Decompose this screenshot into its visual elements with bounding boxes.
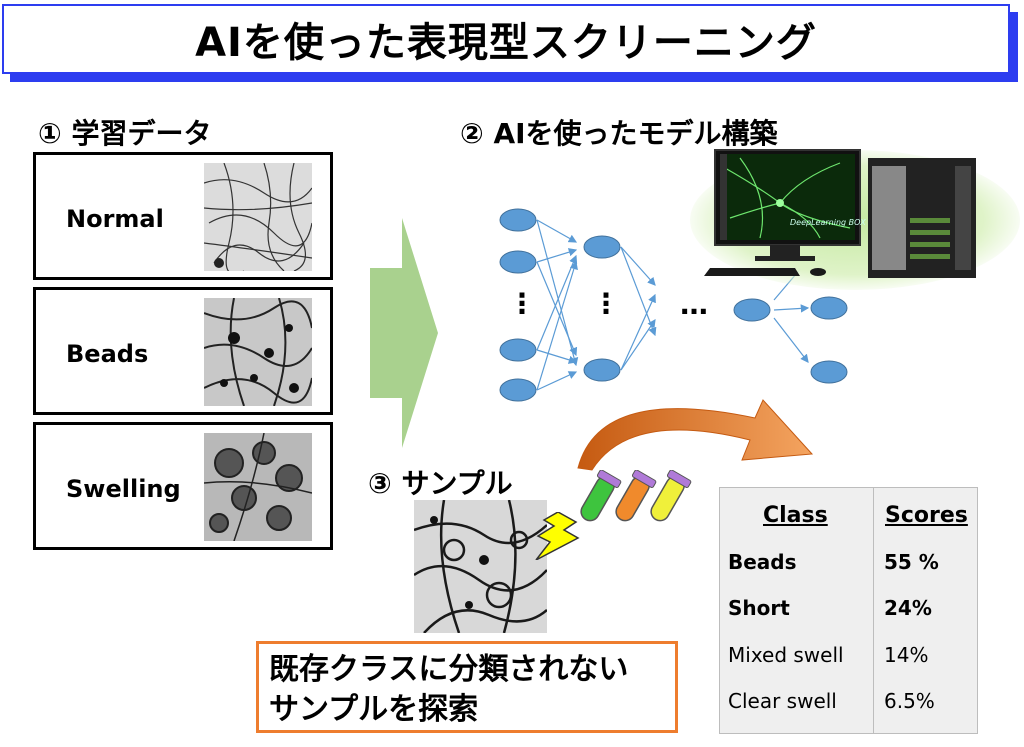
search-callout: 既存クラスに分類されない サンプルを探索 <box>256 641 678 733</box>
class-label: Swelling <box>66 475 181 503</box>
scores-table <box>719 487 978 734</box>
training-card-normal: Normal <box>33 152 333 280</box>
screen-brand-text: DeepLearning BOX <box>790 218 866 227</box>
micrograph-beads-image <box>204 298 312 406</box>
table-cell-score: 6.5% <box>884 689 935 713</box>
workstation-icon <box>704 149 976 278</box>
callout-line-1: 既存クラスに分類されない <box>269 652 629 687</box>
lightning-icon <box>535 512 580 560</box>
table-header-scores: Scores <box>885 503 968 528</box>
nn-ellipsis-vertical: ⋮ <box>508 287 536 320</box>
test-tubes-icon <box>580 470 692 522</box>
nn-node <box>499 250 537 274</box>
nn-node <box>499 338 537 362</box>
nn-node <box>733 298 771 322</box>
class-label: Beads <box>66 340 149 368</box>
nn-node <box>499 208 537 232</box>
class-label: Normal <box>66 205 164 233</box>
training-card-beads: Beads <box>33 287 333 415</box>
nn-node <box>499 378 537 402</box>
table-cell-score: 24% <box>884 596 932 620</box>
training-card-swelling: Swelling <box>33 422 333 550</box>
nn-ellipsis-vertical-2: ⋮ <box>592 287 620 320</box>
nn-node <box>810 296 848 320</box>
table-cell-class: Clear swell <box>728 689 837 713</box>
sample-micrograph-image <box>414 500 547 633</box>
table-cell-score: 14% <box>884 643 929 667</box>
page-title: AIを使った表現型スクリーニング <box>2 4 1010 74</box>
table-cell-class: Short <box>728 596 790 620</box>
callout-line-2: サンプルを探索 <box>269 692 479 727</box>
flow-arrow-icon <box>370 218 438 448</box>
micrograph-swelling-image <box>204 433 312 541</box>
nn-node <box>583 235 621 259</box>
nn-ellipsis-horizontal: … <box>680 288 708 321</box>
section-heading-training: ① 学習データ <box>38 117 212 150</box>
micrograph-normal-image <box>204 163 312 271</box>
curved-arrow-icon <box>577 399 814 471</box>
table-cell-score: 55 % <box>884 550 939 574</box>
table-cell-class: Beads <box>728 550 797 574</box>
table-cell-class: Mixed swell <box>728 643 844 667</box>
neural-network-diagram <box>499 208 848 402</box>
nn-node <box>583 358 621 382</box>
table-divider <box>873 487 874 734</box>
table-header-class: Class <box>763 503 828 528</box>
section-heading-sample: ③ サンプル <box>368 467 513 500</box>
nn-node <box>810 360 848 384</box>
section-heading-model: ② AIを使ったモデル構築 <box>460 117 778 150</box>
